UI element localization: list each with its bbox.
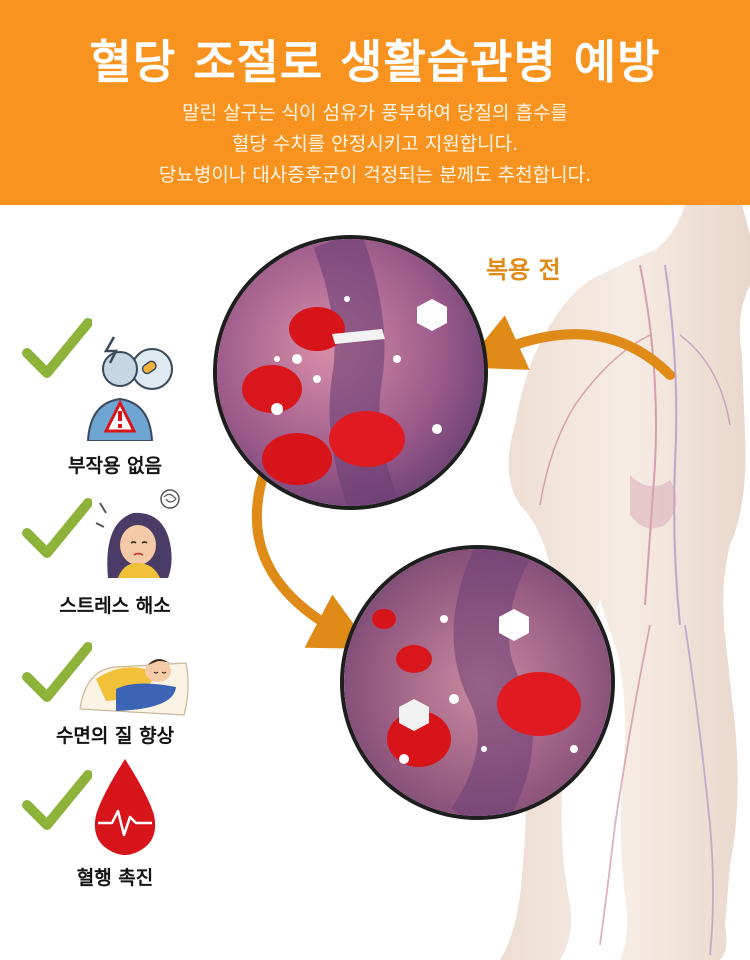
arrow-to-bottom-circle — [252, 465, 372, 649]
description-line-2: 혈당 수치를 안정시키고 지원합니다. — [231, 133, 519, 155]
sleeping-person-icon — [79, 659, 189, 716]
benefit-label-3: 수면의 질 향상 — [55, 725, 175, 747]
page-title: 혈당 조절로 생활습관병 예방 — [89, 35, 661, 89]
check-icon — [22, 642, 92, 702]
arrow-to-top-circle — [462, 315, 675, 380]
benefit-label-4: 혈행 촉진 — [76, 867, 154, 889]
description-line-3: 당뇨병이나 대사증후군이 걱정되는 분께도 추천합니다. — [158, 164, 592, 186]
illustration-area: 복용 전 — [0, 205, 750, 960]
side-effect-warning-icon — [86, 336, 173, 441]
benefit-item-2: 스트레스 해소 — [0, 481, 270, 631]
description: 말린 살구는 식이 섬유가 풍부하여 당질의 흡수를 혈당 수치를 안정시키고 … — [0, 98, 750, 191]
benefit-item-3: 수면의 질 향상 — [0, 625, 270, 755]
description-line-1: 말린 살구는 식이 섬유가 풍부하여 당질의 흡수를 — [182, 102, 568, 124]
blood-vessel-after-circle — [340, 545, 615, 820]
arrows — [252, 315, 675, 649]
blood-drop-pulse-icon — [94, 759, 156, 855]
check-icon — [22, 770, 92, 830]
benefit-item-1: 부작용 없음 — [0, 305, 270, 477]
blood-vessel-before-circle — [213, 235, 488, 510]
benefit-item-4: 혈행 촉진 — [0, 753, 270, 903]
benefit-label-2: 스트레스 해소 — [59, 595, 171, 617]
before-annotation: 복용 전 — [486, 255, 561, 284]
benefit-label-1: 부작용 없음 — [67, 455, 162, 477]
check-icon — [22, 318, 92, 378]
header-banner: 혈당 조절로 생활습관병 예방 말린 살구는 식이 섬유가 풍부하여 당질의 흡… — [0, 0, 750, 205]
stressed-woman-icon — [95, 489, 180, 578]
check-icon — [22, 498, 92, 558]
